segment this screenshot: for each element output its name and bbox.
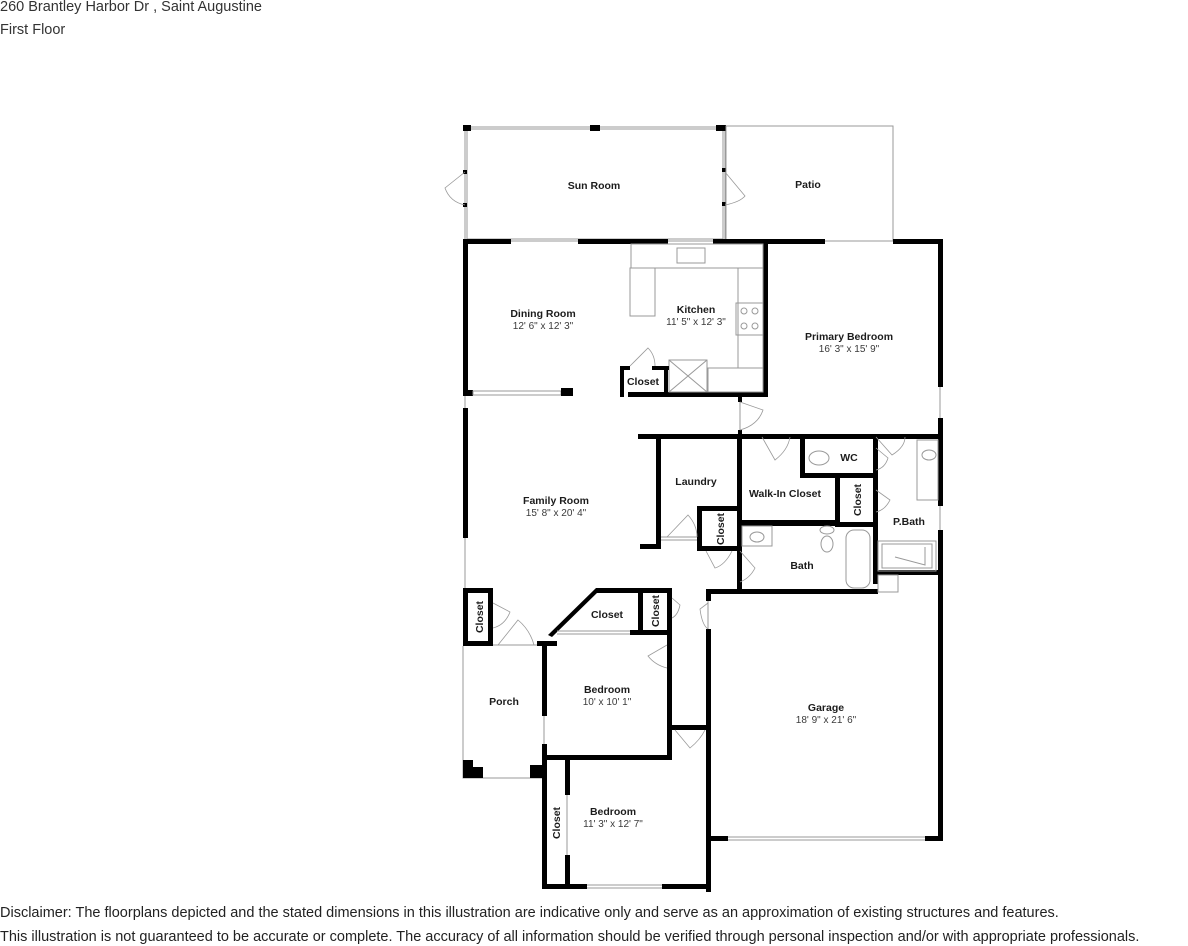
- room-label-primary-bedroom: Primary Bedroom: [805, 331, 893, 343]
- room-dims-primary-bedroom: 16' 3" x 15' 9": [819, 344, 880, 355]
- property-address: 260 Brantley Harbor Dr , Saint Augustine: [0, 0, 262, 15]
- room-label-bedroom-2-closet: Closet: [551, 806, 563, 839]
- toilet-icon: [820, 535, 834, 553]
- disclaimer-line-2: This illustration is not guaranteed to b…: [0, 929, 1140, 945]
- room-label-laundry-closet: Closet: [715, 512, 727, 545]
- disclaimer-line-1: Disclaimer: The floorplans depicted and …: [0, 905, 1059, 921]
- room-dims-family-room: 15' 8" x 20' 4": [526, 508, 587, 519]
- room-dims-bedroom-2: 11' 3" x 12' 7": [583, 819, 643, 830]
- fridge-icon: [668, 359, 708, 393]
- room-dims-garage: 18' 9" x 21' 6": [796, 715, 857, 726]
- room-label-walk-in-closet: Walk-In Closet: [749, 488, 821, 500]
- stove-icon: [735, 302, 764, 336]
- room-label-kitchen-closet: Closet: [627, 376, 660, 388]
- room-label-bedroom-2: Bedroom: [590, 806, 636, 818]
- room-labels: Sun Room Patio Dining Room 12' 6" x 12' …: [474, 179, 925, 839]
- room-label-sun-room: Sun Room: [568, 180, 621, 192]
- room-label-bedroom-1: Bedroom: [584, 684, 630, 696]
- room-label-entry-closet: Closet: [474, 600, 486, 633]
- room-label-kitchen: Kitchen: [677, 304, 716, 316]
- kitchen-fixtures: [620, 243, 764, 397]
- room-label-laundry: Laundry: [675, 476, 717, 488]
- bath-fixtures: [741, 439, 939, 593]
- sink-icon: [749, 531, 765, 543]
- shower-icon: [877, 540, 937, 572]
- floor-label: First Floor: [0, 22, 66, 38]
- room-dims-bedroom-1: 10' x 10' 1": [583, 697, 632, 708]
- bathtub-icon: [845, 529, 871, 589]
- walls: [462, 239, 943, 892]
- room-label-porch: Porch: [489, 696, 519, 708]
- room-label-garage: Garage: [808, 702, 844, 714]
- room-label-wc: WC: [840, 452, 858, 464]
- room-label-patio: Patio: [795, 179, 821, 191]
- sink-icon: [877, 574, 899, 593]
- room-label-bath: Bath: [790, 560, 813, 572]
- room-dims-kitchen: 11' 5" x 12' 3": [666, 317, 726, 328]
- room-label-dining-room: Dining Room: [510, 308, 575, 320]
- room-label-pbath-closet: Closet: [852, 483, 864, 516]
- room-label-p-bath: P.Bath: [893, 516, 925, 528]
- room-label-small-closet: Closet: [650, 594, 662, 627]
- room-label-family-room: Family Room: [523, 495, 589, 507]
- room-dims-dining-room: 12' 6" x 12' 3": [513, 321, 574, 332]
- sink-icon: [676, 247, 706, 264]
- toilet-icon: [808, 450, 830, 466]
- room-label-hall-closet: Closet: [591, 609, 624, 621]
- door-swings: [492, 401, 906, 749]
